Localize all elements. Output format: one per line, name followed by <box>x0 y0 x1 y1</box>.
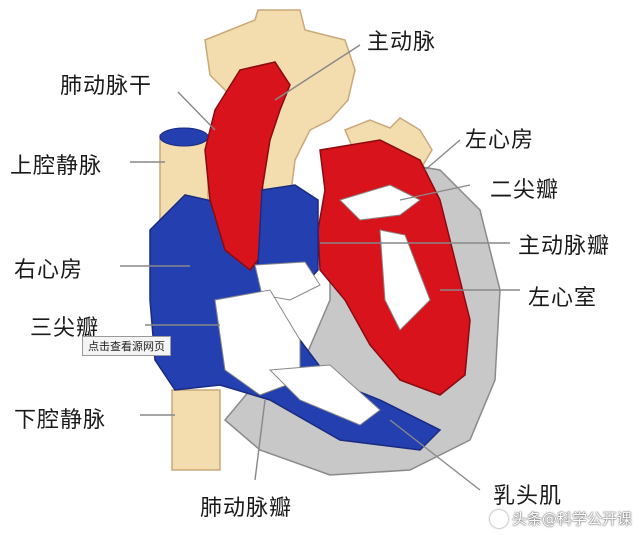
label-inferior-vena-cava: 下腔静脉 <box>14 408 107 433</box>
watermark: 头条@科学公开课 <box>489 508 632 529</box>
valves-white <box>254 261 321 301</box>
label-superior-vena-cava: 上腔静脉 <box>10 154 103 179</box>
label-pulmonary-trunk: 肺动脉干 <box>60 74 153 99</box>
label-left-ventricle: 左心室 <box>528 286 598 311</box>
inferior-vena-cava <box>171 389 221 471</box>
mitral-valve-white <box>339 184 421 221</box>
label-papillary-muscle: 乳头肌 <box>493 484 563 509</box>
label-mitral-valve: 二尖瓣 <box>490 178 560 203</box>
label-aorta: 主动脉 <box>367 30 437 55</box>
chordae-white <box>379 229 431 331</box>
watermark-logo-icon <box>489 509 508 528</box>
view-source-tooltip[interactable]: 点击查看源网页 <box>82 336 171 356</box>
label-right-atrium: 右心房 <box>14 258 84 283</box>
lower-chordae-white <box>268 364 381 426</box>
leader-lines <box>120 44 520 491</box>
label-left-atrium: 左心房 <box>465 128 535 153</box>
label-aortic-valve: 主动脉瓣 <box>518 234 611 259</box>
watermark-text: 头条@科学公开课 <box>511 510 632 528</box>
label-pulmonary-valve: 肺动脉瓣 <box>200 496 293 521</box>
svc-opening <box>159 127 209 147</box>
